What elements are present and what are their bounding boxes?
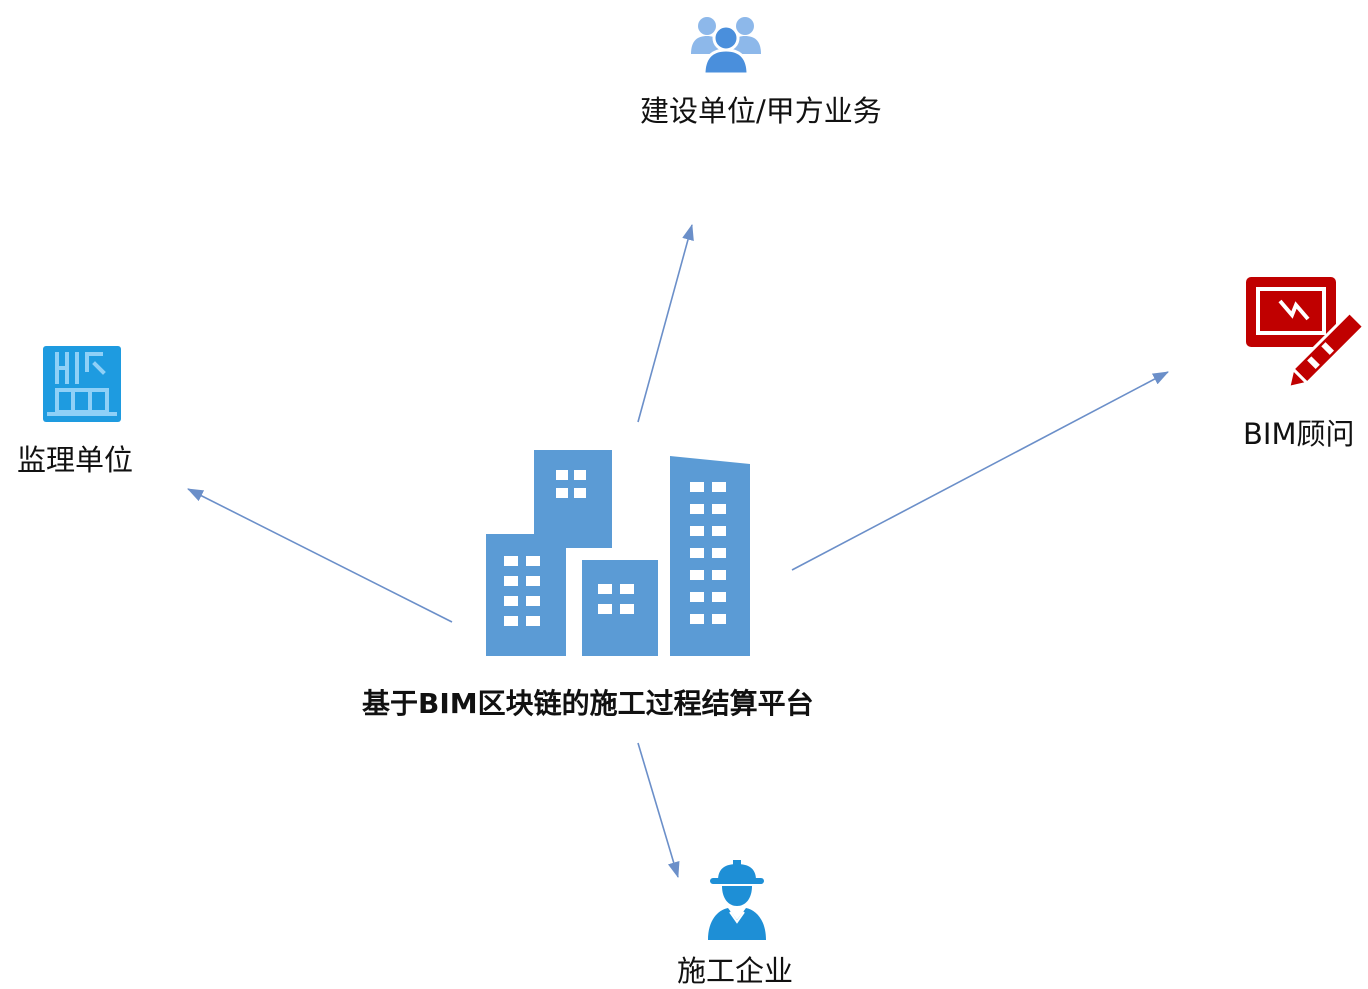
supervision-icon <box>43 346 121 422</box>
arrow-to-bim-consultant <box>791 371 1169 571</box>
platform-title: 基于BIM区块链的施工过程结算平台 <box>362 687 814 720</box>
arrow-to-owner <box>637 224 694 423</box>
drawing-board-pen-icon <box>1246 277 1366 390</box>
contractor-label: 施工企业 <box>677 954 794 988</box>
owner-label: 建设单位/甲方业务 <box>640 94 882 128</box>
construction-worker-icon <box>708 860 766 940</box>
buildings-icon <box>486 450 750 656</box>
arrow-to-contractor <box>637 742 680 878</box>
supervisor-label: 监理单位 <box>17 443 134 477</box>
arrow-to-supervisor <box>187 488 453 623</box>
users-group-icon <box>691 17 761 76</box>
bim-consultant-label: BIM顾问 <box>1243 417 1355 451</box>
